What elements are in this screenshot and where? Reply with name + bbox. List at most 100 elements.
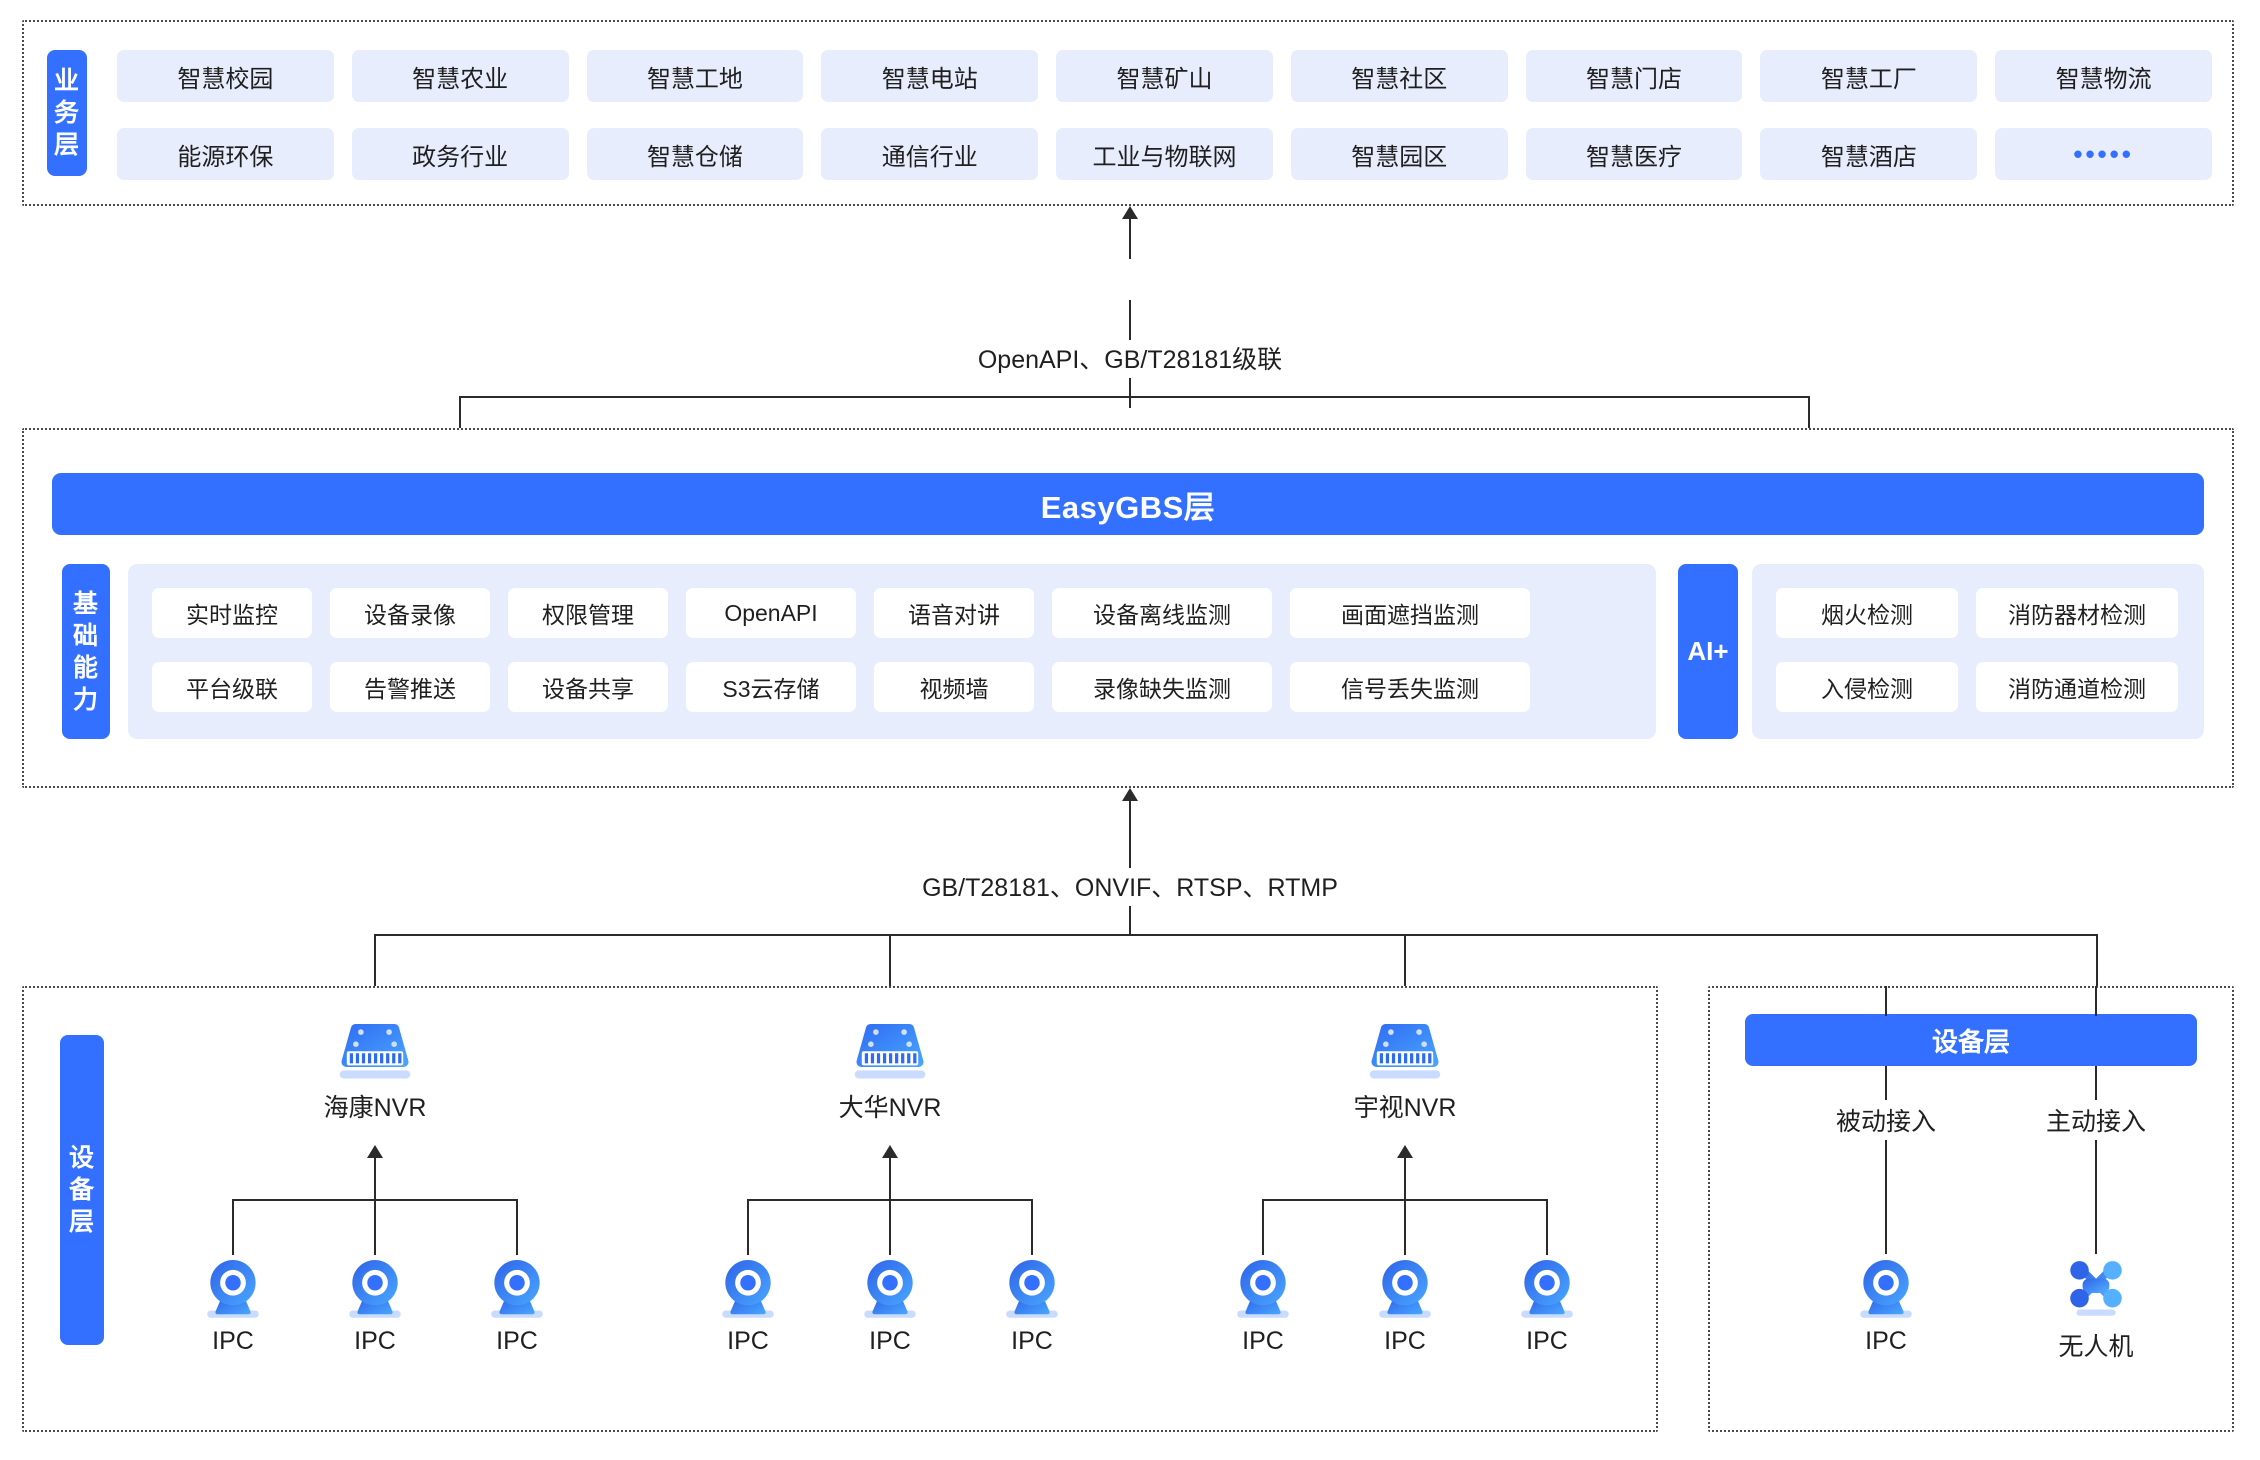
business-item[interactable]: 智慧酒店	[1760, 128, 1978, 180]
connector-line-vertical	[1129, 801, 1131, 841]
drone-icon-svg	[2070, 1261, 2122, 1316]
ipc-label: IPC	[496, 1326, 538, 1355]
nvr-label: 大华NVR	[838, 1094, 942, 1123]
ai-capability-item[interactable]: 入侵检测	[1776, 662, 1958, 712]
capability-item[interactable]: 权限管理	[508, 588, 668, 638]
business-item[interactable]: 智慧校园	[117, 50, 334, 102]
ipc-drop-line	[889, 1199, 891, 1255]
business-item[interactable]: 智慧物流	[1995, 50, 2212, 102]
ipc-camera-icon	[1816, 1258, 1956, 1319]
business-item[interactable]: 工业与物联网	[1056, 128, 1273, 180]
ipc-node[interactable]: IPC	[830, 1258, 950, 1356]
ai-capability-grid: 烟火检测消防器材检测入侵检测消防通道检测	[1776, 588, 2180, 712]
nvr-icon-svg	[1369, 1024, 1441, 1079]
capability-item[interactable]: 设备离线监测	[1052, 588, 1272, 638]
capability-item[interactable]: S3云存储	[686, 662, 856, 712]
capability-item[interactable]: 视频墙	[874, 662, 1034, 712]
capability-item[interactable]: 设备共享	[508, 662, 668, 712]
capability-item[interactable]: 语音对讲	[874, 588, 1034, 638]
connector-branch-right-devices	[2096, 934, 2098, 986]
capability-item[interactable]: 告警推送	[330, 662, 490, 712]
ai-capability-item[interactable]: 消防通道检测	[1976, 662, 2178, 712]
easygbs-title-bar: EasyGBS层	[52, 473, 2204, 535]
side-label-char: 业	[53, 67, 80, 95]
nvr-arrow-up	[882, 1145, 898, 1158]
drone-node[interactable]: 无人机	[2026, 1258, 2166, 1363]
ipc-node[interactable]: IPC	[315, 1258, 435, 1356]
ipc-node[interactable]: IPC	[972, 1258, 1092, 1356]
ai-capability-item[interactable]: 烟火检测	[1776, 588, 1958, 638]
ipc-node[interactable]: IPC	[1203, 1258, 1323, 1356]
branch-line-bottom	[2095, 1140, 2097, 1254]
ipc-label: IPC	[869, 1326, 911, 1355]
connector-branch-nvr3	[1404, 934, 1406, 1020]
connector-line-horizontal	[374, 934, 2096, 936]
ipc-camera-icon	[1203, 1258, 1323, 1319]
business-item[interactable]: 政务行业	[351, 128, 569, 180]
ipc-node[interactable]: IPC	[1345, 1258, 1465, 1356]
ipc-camera-icon-svg	[1860, 1260, 1912, 1318]
nvr-node[interactable]: 海康NVR	[285, 1020, 465, 1124]
ipc-label: IPC	[1384, 1326, 1426, 1355]
connector-branch-nvr1	[374, 934, 376, 1020]
connector-line-vertical	[1129, 378, 1131, 408]
ipc-node[interactable]: IPC	[457, 1258, 577, 1356]
capability-item[interactable]: 平台级联	[152, 662, 312, 712]
nvr-stem-line	[374, 1158, 376, 1200]
ipc-node[interactable]: IPC	[173, 1258, 293, 1356]
ipc-node[interactable]: IPC	[1487, 1258, 1607, 1356]
ipc-camera-icon	[972, 1258, 1092, 1319]
side-label-char: 设	[68, 1144, 95, 1172]
side-label-char: 备	[68, 1176, 95, 1204]
access-mode-label: 主动接入	[2006, 1100, 2186, 1140]
business-item[interactable]: 智慧园区	[1290, 128, 1508, 180]
nvr-arrow-up	[367, 1145, 383, 1158]
capability-item[interactable]: 画面遮挡监测	[1290, 588, 1530, 638]
business-item[interactable]: 智慧仓储	[586, 128, 804, 180]
ipc-camera-icon	[315, 1258, 435, 1319]
branch-line-top	[1885, 986, 1887, 1016]
business-item[interactable]: 智慧电站	[821, 50, 1039, 102]
business-item[interactable]: 能源环保	[117, 128, 334, 180]
ipc-camera-icon-svg	[1237, 1260, 1289, 1318]
device-label: 无人机	[2058, 1332, 2134, 1361]
capability-item[interactable]: OpenAPI	[686, 588, 856, 638]
business-item[interactable]: 智慧社区	[1290, 50, 1508, 102]
capability-item[interactable]: 设备录像	[330, 588, 490, 638]
ipc-label: IPC	[212, 1326, 254, 1355]
business-item[interactable]: •••••	[1995, 128, 2212, 180]
nvr-node[interactable]: 宇视NVR	[1315, 1020, 1495, 1124]
ipc-camera-icon-svg	[1006, 1260, 1058, 1318]
ipc-camera-icon	[688, 1258, 808, 1319]
ipc-camera-icon	[1345, 1258, 1465, 1319]
side-label-char: 层	[53, 131, 80, 159]
nvr-icon	[285, 1020, 465, 1080]
nvr-stem-line	[889, 1158, 891, 1200]
ipc-node[interactable]: IPC	[1816, 1258, 1956, 1356]
access-mode-label: 被动接入	[1796, 1100, 1976, 1140]
ipc-camera-icon-svg	[864, 1260, 916, 1318]
connector-line-vertical	[1129, 906, 1131, 936]
business-item[interactable]: 智慧门店	[1525, 50, 1743, 102]
capability-grid: 实时监控设备录像权限管理 OpenAPI 语音对讲设备离线监测画面遮挡监测平台级联告…	[152, 588, 1632, 712]
ai-capability-item[interactable]: 消防器材检测	[1976, 588, 2178, 638]
business-item[interactable]: 通信行业	[821, 128, 1039, 180]
nvr-arrow-up	[1397, 1145, 1413, 1158]
business-item[interactable]: 智慧医疗	[1525, 128, 1743, 180]
ipc-drop-line	[374, 1199, 376, 1255]
ipc-camera-icon-svg	[1379, 1260, 1431, 1318]
connector-line-vertical	[1129, 219, 1131, 259]
business-item[interactable]: 智慧工地	[586, 50, 804, 102]
ipc-drop-line	[1262, 1199, 1264, 1255]
ipc-camera-icon	[457, 1258, 577, 1319]
nvr-node[interactable]: 大华NVR	[800, 1020, 980, 1124]
capability-item[interactable]: 录像缺失监测	[1052, 662, 1272, 712]
capability-item[interactable]: 实时监控	[152, 588, 312, 638]
ipc-label: IPC	[1011, 1326, 1053, 1355]
business-item[interactable]: 智慧农业	[351, 50, 569, 102]
ipc-node[interactable]: IPC	[688, 1258, 808, 1356]
business-item[interactable]: 智慧工厂	[1760, 50, 1978, 102]
business-item[interactable]: 智慧矿山	[1056, 50, 1273, 102]
ipc-drop-line	[232, 1199, 234, 1255]
capability-item[interactable]: 信号丢失监测	[1290, 662, 1530, 712]
